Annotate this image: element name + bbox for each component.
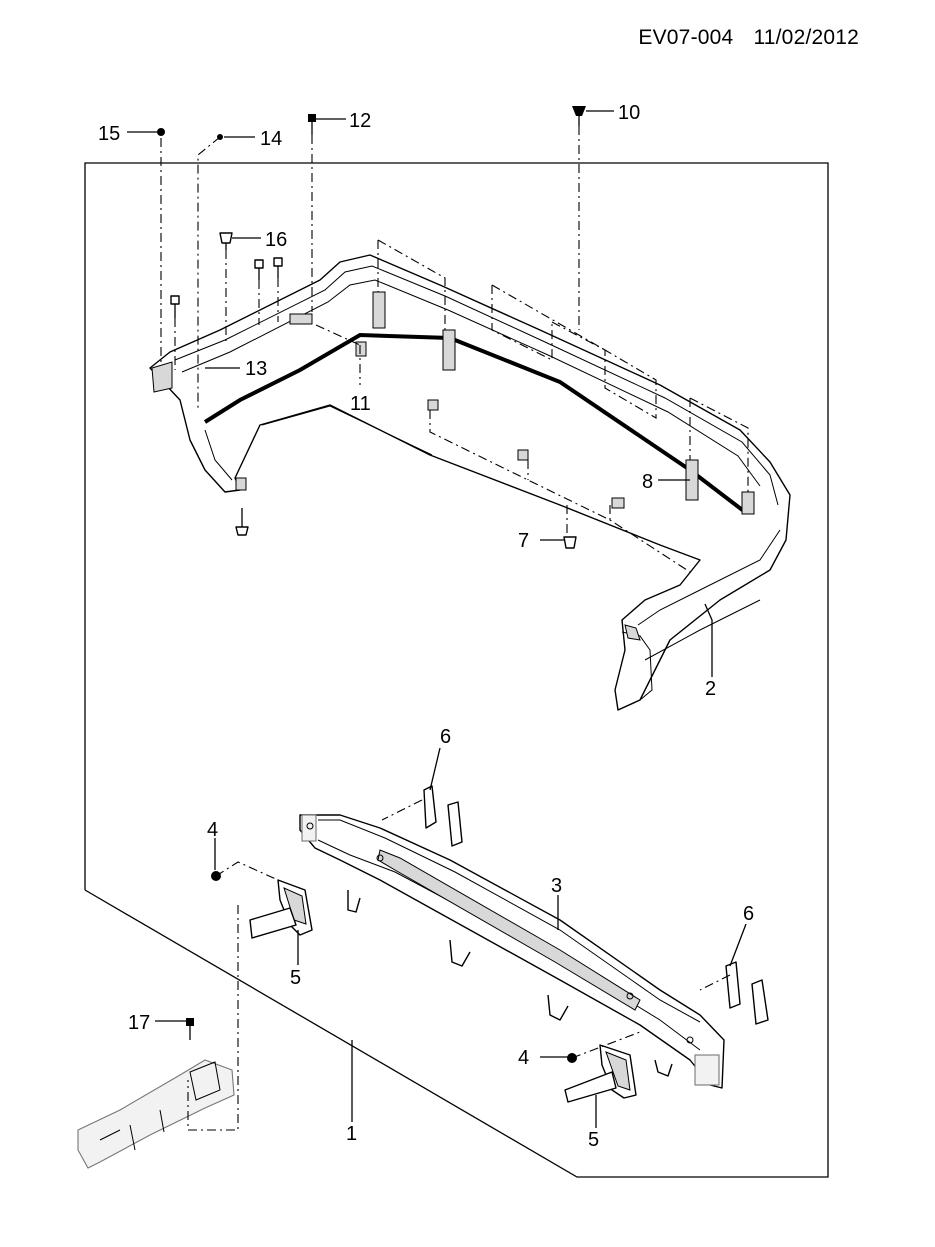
assembly-guide-lines: [160, 126, 749, 1131]
callout-4-upper: 4: [207, 819, 218, 841]
callout-11: 11: [350, 393, 371, 415]
assembly-frame: [84, 162, 829, 1178]
callout-5-right: 5: [588, 1129, 599, 1151]
callout-6-upper: 6: [440, 726, 451, 748]
callout-15: 15: [98, 123, 120, 145]
callout-12: 12: [349, 110, 371, 132]
bumper-fascia: [149, 254, 791, 711]
clip-set-lower: [725, 961, 769, 1025]
callout-14: 14: [260, 128, 282, 150]
clip-set-upper: [423, 785, 463, 847]
leader-lines: [127, 110, 747, 1128]
callout-5-left: 5: [290, 967, 301, 989]
callout-10: 10: [618, 102, 640, 124]
callout-16: 16: [265, 229, 287, 251]
diagram-date: 11/02/2012: [753, 26, 859, 49]
callout-4-lower: 4: [518, 1047, 529, 1069]
side-support-bracket: [77, 1059, 235, 1169]
callout-7: 7: [518, 530, 529, 552]
diagram-code: EV07-004: [638, 26, 734, 49]
callout-13: 13: [245, 358, 267, 380]
callout-2: 2: [705, 678, 716, 700]
bumper-reinforcement: [299, 814, 725, 1089]
callout-6-lower: 6: [743, 903, 754, 925]
energy-absorber-left: [249, 879, 313, 939]
callout-3: 3: [551, 875, 562, 897]
callout-1: 1: [346, 1123, 357, 1145]
callout-17: 17: [128, 1012, 150, 1034]
callout-8: 8: [642, 471, 653, 493]
diagram-header: EV07-004 11/02/2012: [624, 26, 859, 50]
fasteners: [157, 106, 586, 1063]
energy-absorber-right: [564, 1044, 637, 1103]
